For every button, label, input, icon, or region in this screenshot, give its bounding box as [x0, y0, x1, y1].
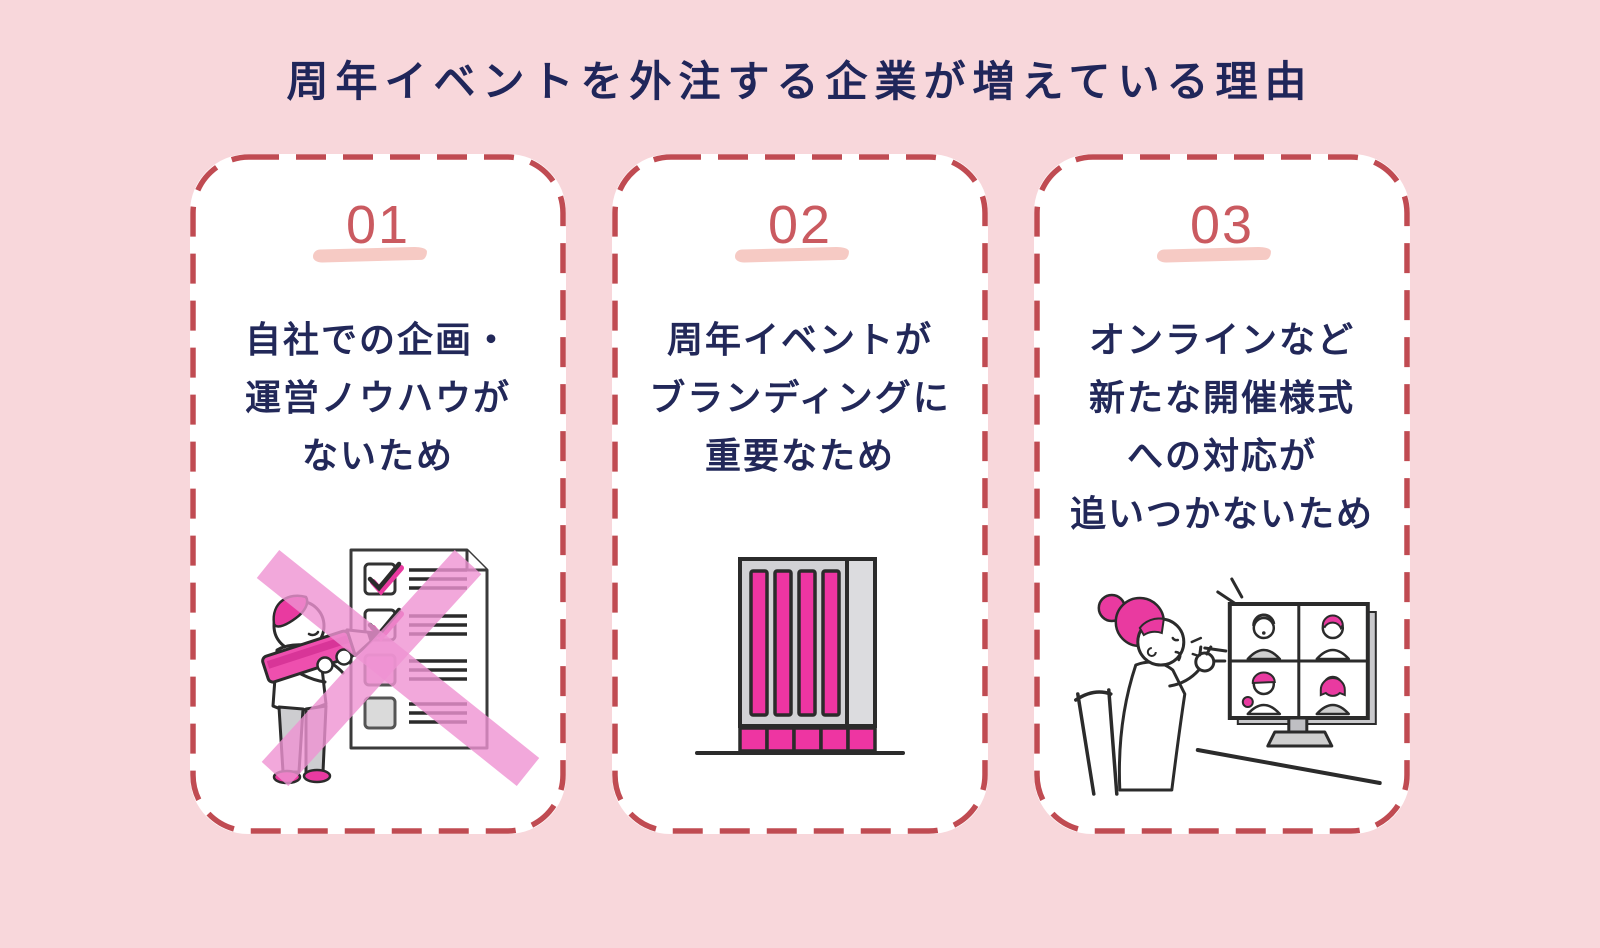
card-number: 02	[767, 195, 833, 255]
card-text-line: ブランディングに	[649, 377, 951, 418]
card-number: 01	[345, 195, 411, 255]
card-text-line: 運営ノウハウが	[244, 377, 511, 418]
card-text-line: 周年イベントが	[666, 319, 933, 360]
card-text-line: ないため	[301, 435, 454, 476]
card-text: オンラインなど 新たな開催様式 への対応が 追いつかないため	[1034, 311, 1410, 543]
card-text: 自社での企画・ 運営ノウハウが ないため	[190, 311, 566, 485]
cards-row: 01 自社での企画・ 運営ノウハウが ないため	[0, 154, 1600, 834]
card-text-line: 自社での企画・	[244, 319, 511, 360]
card-text-line: オンラインなど	[1088, 319, 1355, 360]
online-meeting-illustration	[1074, 577, 1382, 796]
reason-card-3: 03 オンラインなど 新たな開催様式 への対応が 追いつかないため	[1034, 154, 1410, 834]
card-text-line: への対応が	[1126, 435, 1317, 476]
office-building-illustration	[695, 557, 905, 755]
card-text: 周年イベントが ブランディングに 重要なため	[612, 311, 988, 485]
reason-card-2: 02 周年イベントが ブランディングに 重要なため	[612, 154, 988, 834]
card-text-line: 重要なため	[704, 435, 895, 476]
reason-card-1: 01 自社での企画・ 運営ノウハウが ないため	[190, 154, 566, 834]
card-text-line: 追いつかないため	[1069, 493, 1374, 534]
card-text-line: 新たな開催様式	[1088, 377, 1355, 418]
page-title: 周年イベントを外注する企業が増えている理由	[286, 58, 1314, 105]
card-number: 03	[1189, 195, 1255, 255]
crossed-out-checklist-illustration	[256, 548, 540, 787]
